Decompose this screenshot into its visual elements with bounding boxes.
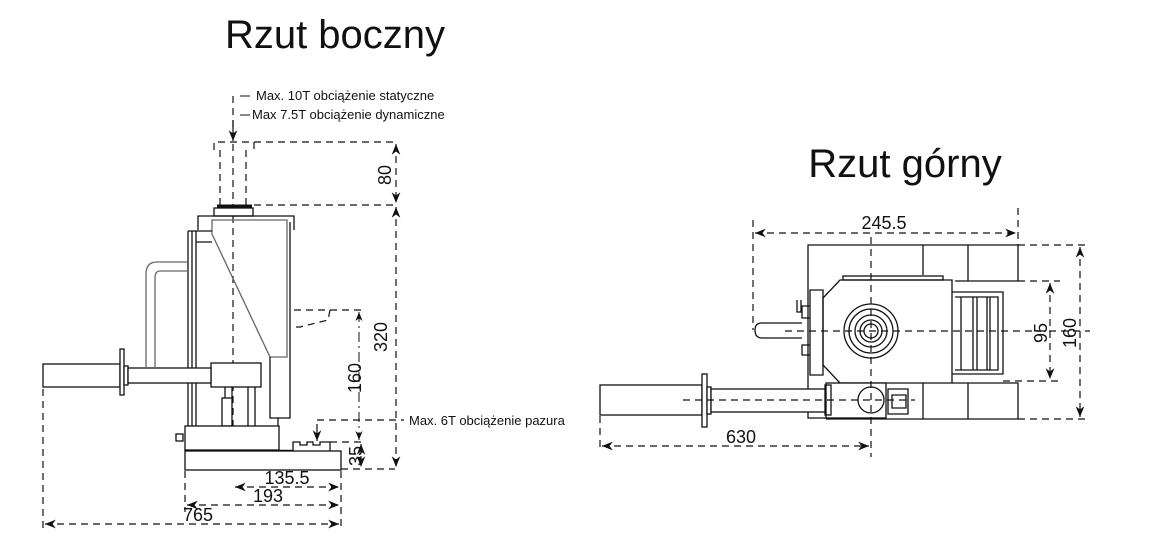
dim-base-length-label: 193 [253, 486, 283, 506]
base-plate [184, 450, 342, 471]
side-view-title: Rzut boczny [225, 13, 445, 57]
pump-handle [42, 363, 121, 388]
pump-box [210, 362, 262, 388]
dim-overall-length-label: 765 [183, 505, 213, 525]
side-view-jack: 80 320 160 35 135.5 193 765 Max. 10T obc… [42, 88, 566, 530]
claw-load-note: Max. 6T obciążenie pazura [409, 413, 566, 428]
dim-center-front-label: 135.5 [264, 468, 309, 488]
dynamic-load-note: Max 7.5T obciążenie dynamiczne [252, 107, 445, 122]
dim-handle-length-label: 630 [726, 427, 756, 447]
carry-handle [145, 261, 188, 367]
small-handle [754, 322, 802, 339]
top-view-title: Rzut górny [808, 142, 1001, 186]
dim-overall-width-label: 160 [1060, 318, 1080, 348]
jack-body [211, 219, 288, 358]
dim-claw-height-label: 160 [345, 363, 365, 393]
dim-inner-width-label: 95 [1031, 323, 1051, 343]
top-view-jack: 245.5 95 160 630 [599, 208, 1090, 457]
static-load-note: Max. 10T obciążenie statyczne [256, 88, 434, 103]
top-plate [197, 215, 295, 230]
claw-top [952, 291, 1004, 375]
ram-cap [213, 207, 254, 217]
base-block [184, 425, 280, 451]
lifting-claw [292, 441, 331, 451]
dim-width-label: 245.5 [861, 213, 906, 233]
dim-stroke-label: 80 [375, 165, 395, 185]
dim-claw-min-label: 35 [346, 446, 366, 466]
extended-ram-outline [213, 141, 255, 150]
dim-height-label: 320 [371, 322, 391, 352]
